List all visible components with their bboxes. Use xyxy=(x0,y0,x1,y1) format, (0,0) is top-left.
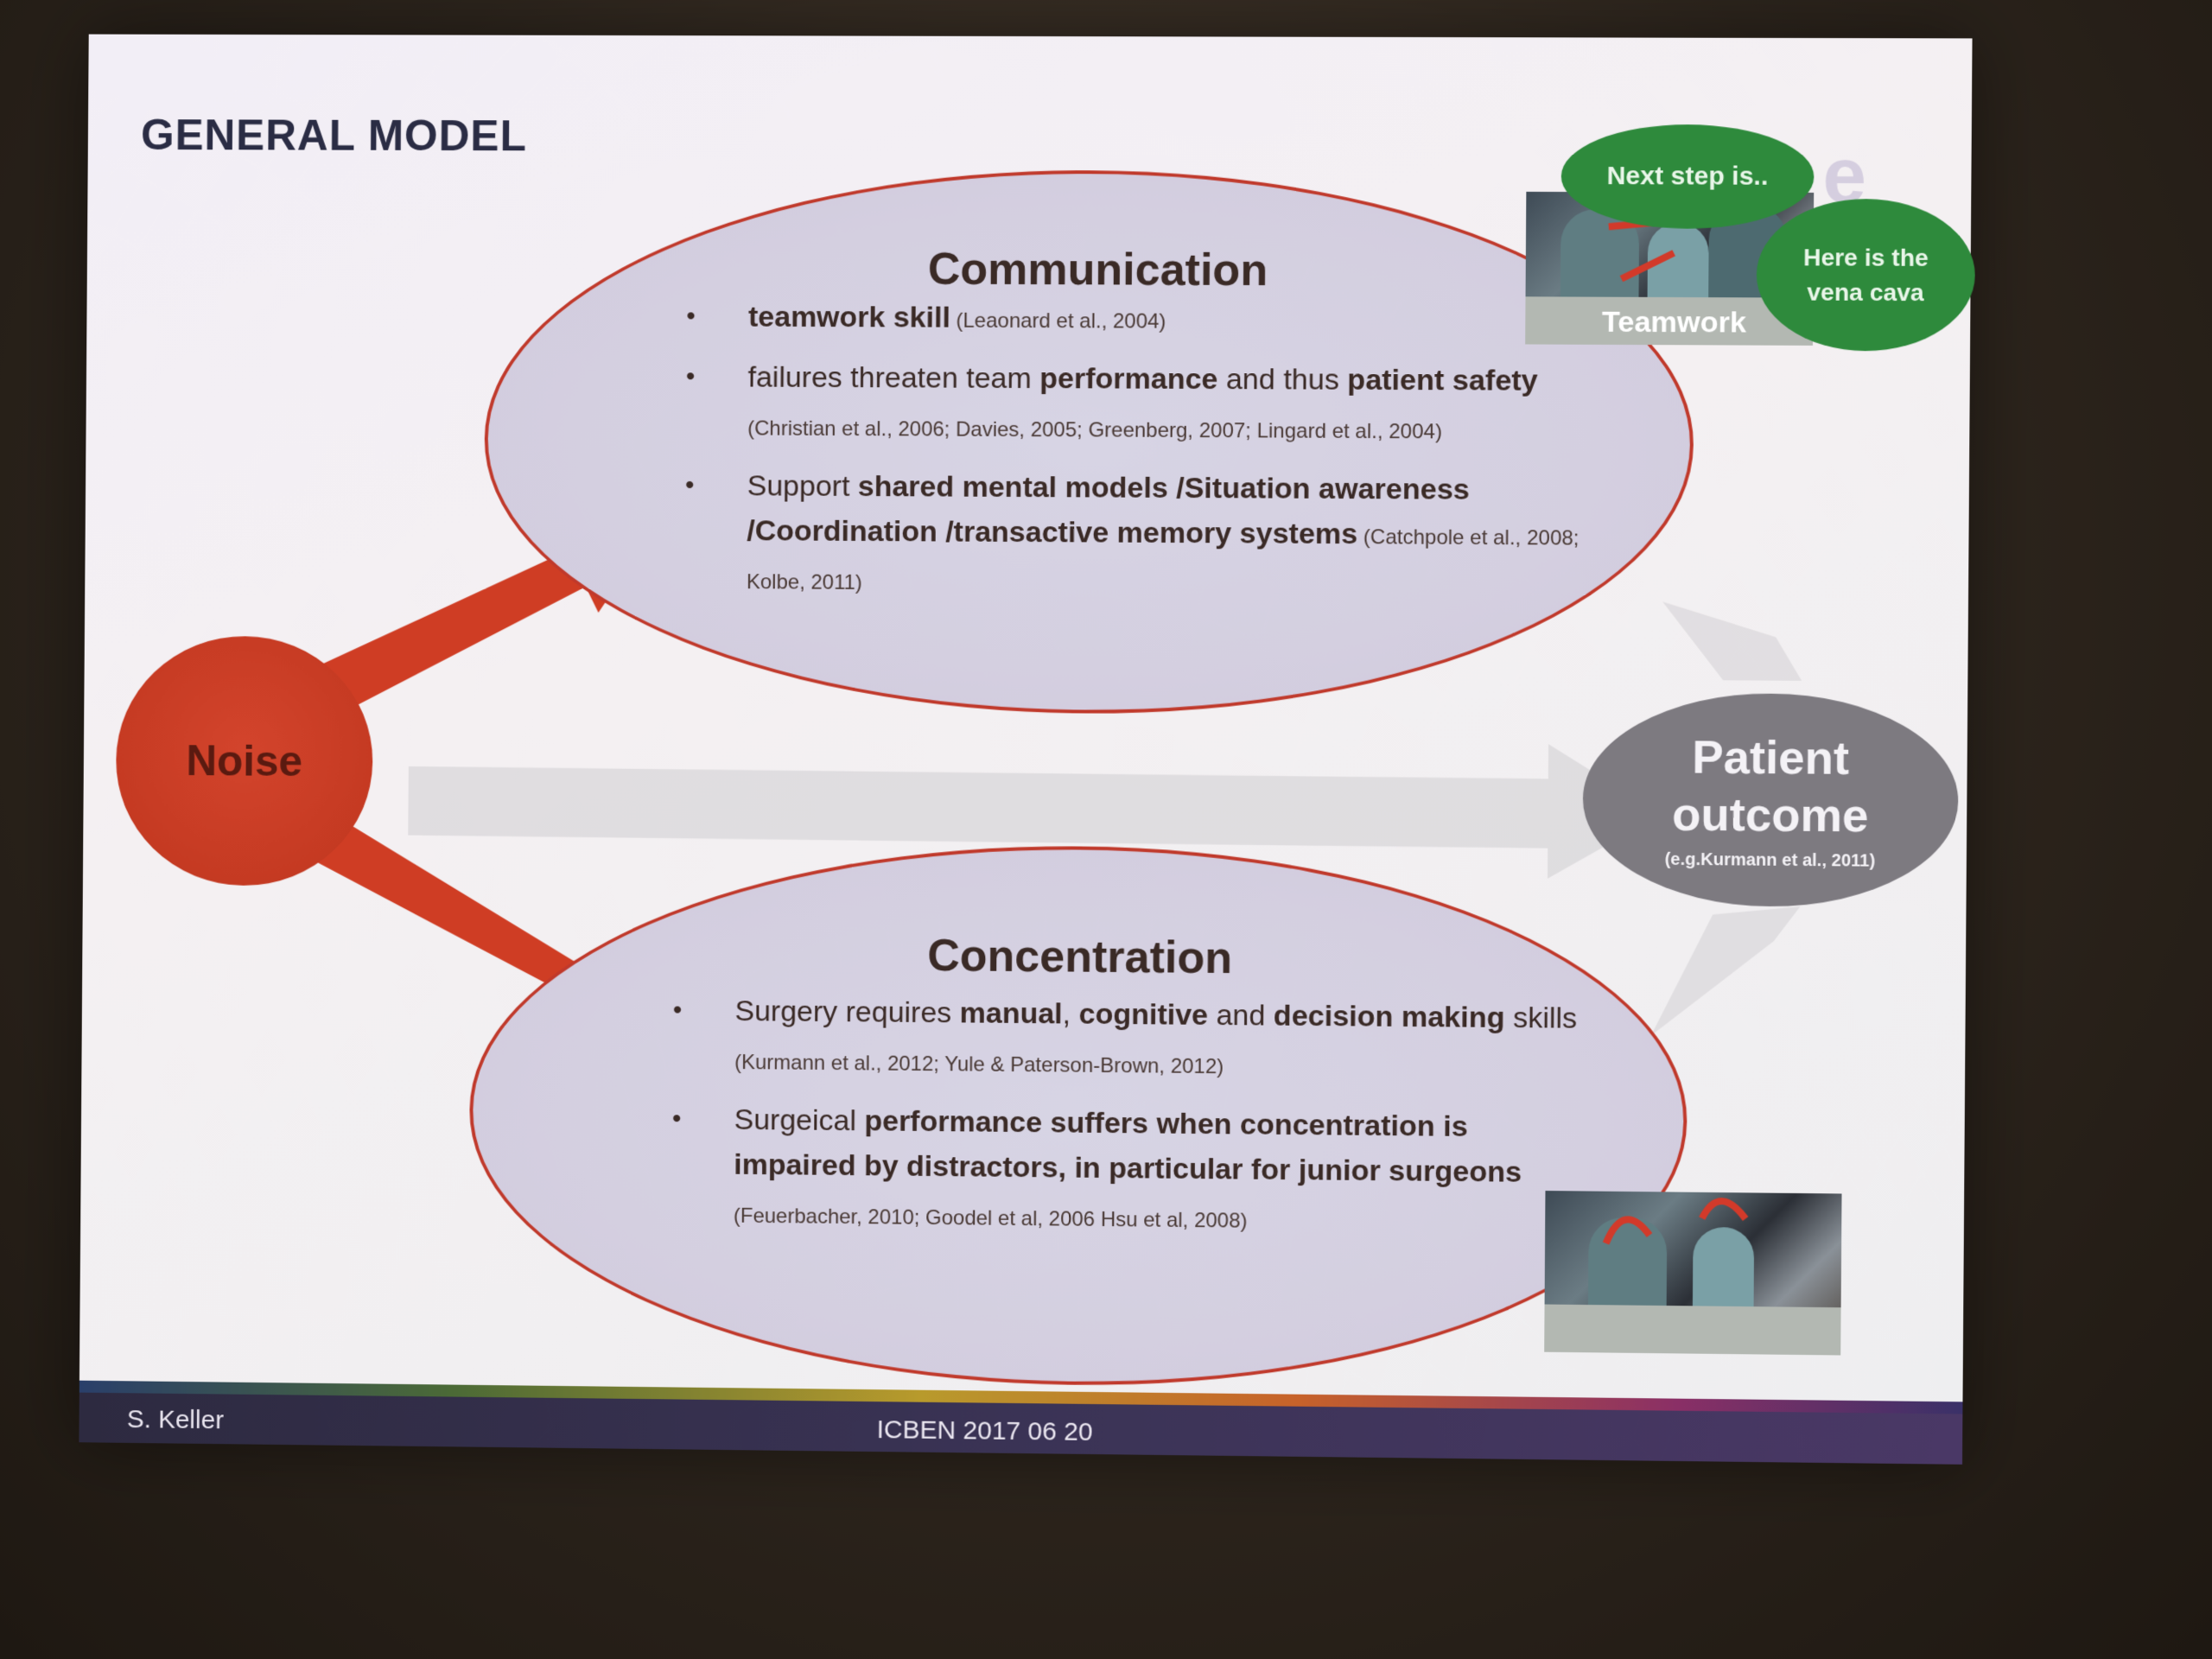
bullet-text: Support xyxy=(747,469,858,503)
grey-arrow-top xyxy=(1662,601,1802,680)
speech-bubble-vena-cava: Here is the vena cava xyxy=(1756,199,1975,352)
communication-title: Communication xyxy=(928,244,1268,297)
grey-arrow-bottom xyxy=(1651,906,1801,1037)
bullet-item: Support shared mental models /Situation … xyxy=(684,463,1586,610)
projected-slide: GENERAL MODEL e Communication teamwork s… xyxy=(79,35,1972,1465)
speech-bubble-next-step: Next step is.. xyxy=(1560,124,1814,229)
noise-label: Noise xyxy=(186,735,302,786)
bullet-text: failures threaten team xyxy=(747,361,1039,395)
concentration-bullets: Surgery requires manual, cognitive and d… xyxy=(671,988,1581,1260)
bullet-citation: (Kurmann et al., 2012; Yule & Paterson-B… xyxy=(734,1051,1224,1078)
bullet-text: and xyxy=(1208,999,1274,1033)
bullet-item: Surgery requires manual, cognitive and d… xyxy=(672,988,1581,1094)
bullet-text: skills xyxy=(1504,1001,1577,1035)
bullet-text: Surgery requires xyxy=(734,995,959,1029)
bullet-item: teamwork skill (Leaonard et al., 2004) xyxy=(686,294,1586,346)
bullet-item: failures threaten team performance and t… xyxy=(685,354,1586,455)
vena-cava-text: Here is the vena cava xyxy=(1800,240,1931,310)
bullet-text: decision making xyxy=(1274,1000,1505,1034)
noise-circle: Noise xyxy=(115,635,373,887)
concentration-photo xyxy=(1544,1191,1841,1355)
bullet-text: teamwork skill xyxy=(748,301,950,334)
bullet-item: Surgeical performance suffers when conce… xyxy=(671,1096,1580,1247)
patient-outcome-citation: (e.g.Kurmann et al., 2011) xyxy=(1665,850,1876,872)
bullet-text: , xyxy=(1063,997,1079,1030)
bullet-text: performance xyxy=(1039,362,1218,396)
teamwork-label: Teamwork xyxy=(1602,306,1746,340)
bullet-text: patient safety xyxy=(1347,364,1538,397)
bullet-text: Surgeical xyxy=(734,1103,865,1137)
patient-outcome-title: Patient outcome xyxy=(1656,728,1885,845)
concentration-title: Concentration xyxy=(927,930,1232,984)
bullet-text: manual xyxy=(960,996,1063,1030)
bullet-citation: (Feuerbacher, 2010; Goodel et al, 2006 H… xyxy=(734,1205,1248,1233)
footer-event: ICBEN 2017 06 20 xyxy=(877,1415,1093,1447)
bullet-citation: (Leaonard et al., 2004) xyxy=(950,309,1166,334)
footer-author: S. Keller xyxy=(127,1405,224,1435)
loop-arrows-icon xyxy=(1544,1191,1841,1355)
bullet-text: cognitive xyxy=(1078,998,1208,1032)
bullet-citation: (Christian et al., 2006; Davies, 2005; G… xyxy=(747,416,1442,443)
bullet-text: and thus xyxy=(1217,363,1347,397)
communication-bullets: teamwork skill (Leaonard et al., 2004) fa… xyxy=(684,294,1586,622)
